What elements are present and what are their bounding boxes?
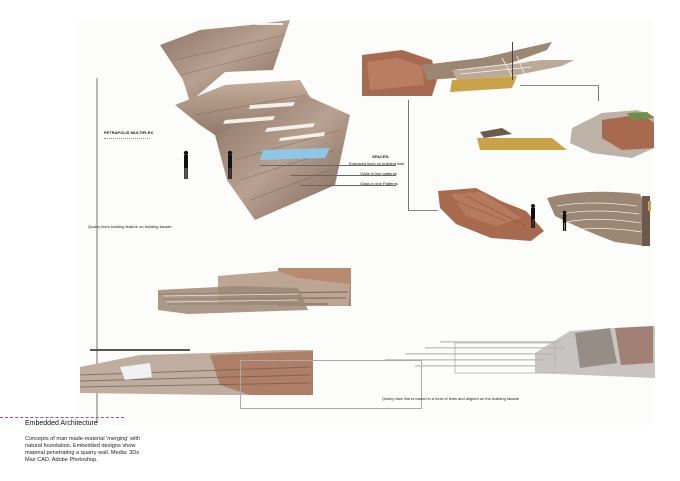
leader-line xyxy=(408,100,409,210)
caption-title: Embedded Architecture xyxy=(25,420,98,427)
boulder-render xyxy=(438,188,544,241)
vertical-mast-line xyxy=(96,78,98,423)
human-silhouette-right xyxy=(227,150,233,179)
spaces-item: Voids in line patterns xyxy=(360,171,397,176)
folded-facade-render xyxy=(160,20,350,220)
human-silhouette-mid xyxy=(531,204,535,228)
building-rock-section-top xyxy=(362,42,574,96)
leader-line xyxy=(290,175,396,176)
quarry-elevation-strip xyxy=(158,268,351,314)
caption-body: Concepts of man made-material 'merging' … xyxy=(25,436,140,463)
leader-line xyxy=(260,165,396,166)
spaces-heading: SPACES: xyxy=(372,154,390,159)
project-title: PETRAPOLIS MULTIPLEX xyxy=(104,130,154,135)
caption-divider xyxy=(0,417,124,418)
spaces-item: Glass in line Patterns xyxy=(360,181,398,186)
leader-line xyxy=(598,85,599,101)
detail-frame xyxy=(240,360,422,409)
leader-line xyxy=(300,185,396,186)
note-quarry-lines: Quarry lines building feature on buildin… xyxy=(88,224,172,229)
note-quarry-face: Quarry face line is traced in a form of … xyxy=(382,396,519,401)
curved-building-render xyxy=(547,191,651,246)
title-underline xyxy=(104,138,150,139)
embedded-elevation-bottom xyxy=(80,349,313,395)
spaces-item: Engraved lines on building wall xyxy=(349,161,404,166)
human-silhouette-left xyxy=(183,150,189,179)
human-silhouette-building xyxy=(562,210,567,231)
leader-line xyxy=(408,210,438,211)
leader-line xyxy=(520,85,599,86)
quarry-elevation-right xyxy=(385,326,655,378)
building-cliff-render xyxy=(477,110,654,158)
